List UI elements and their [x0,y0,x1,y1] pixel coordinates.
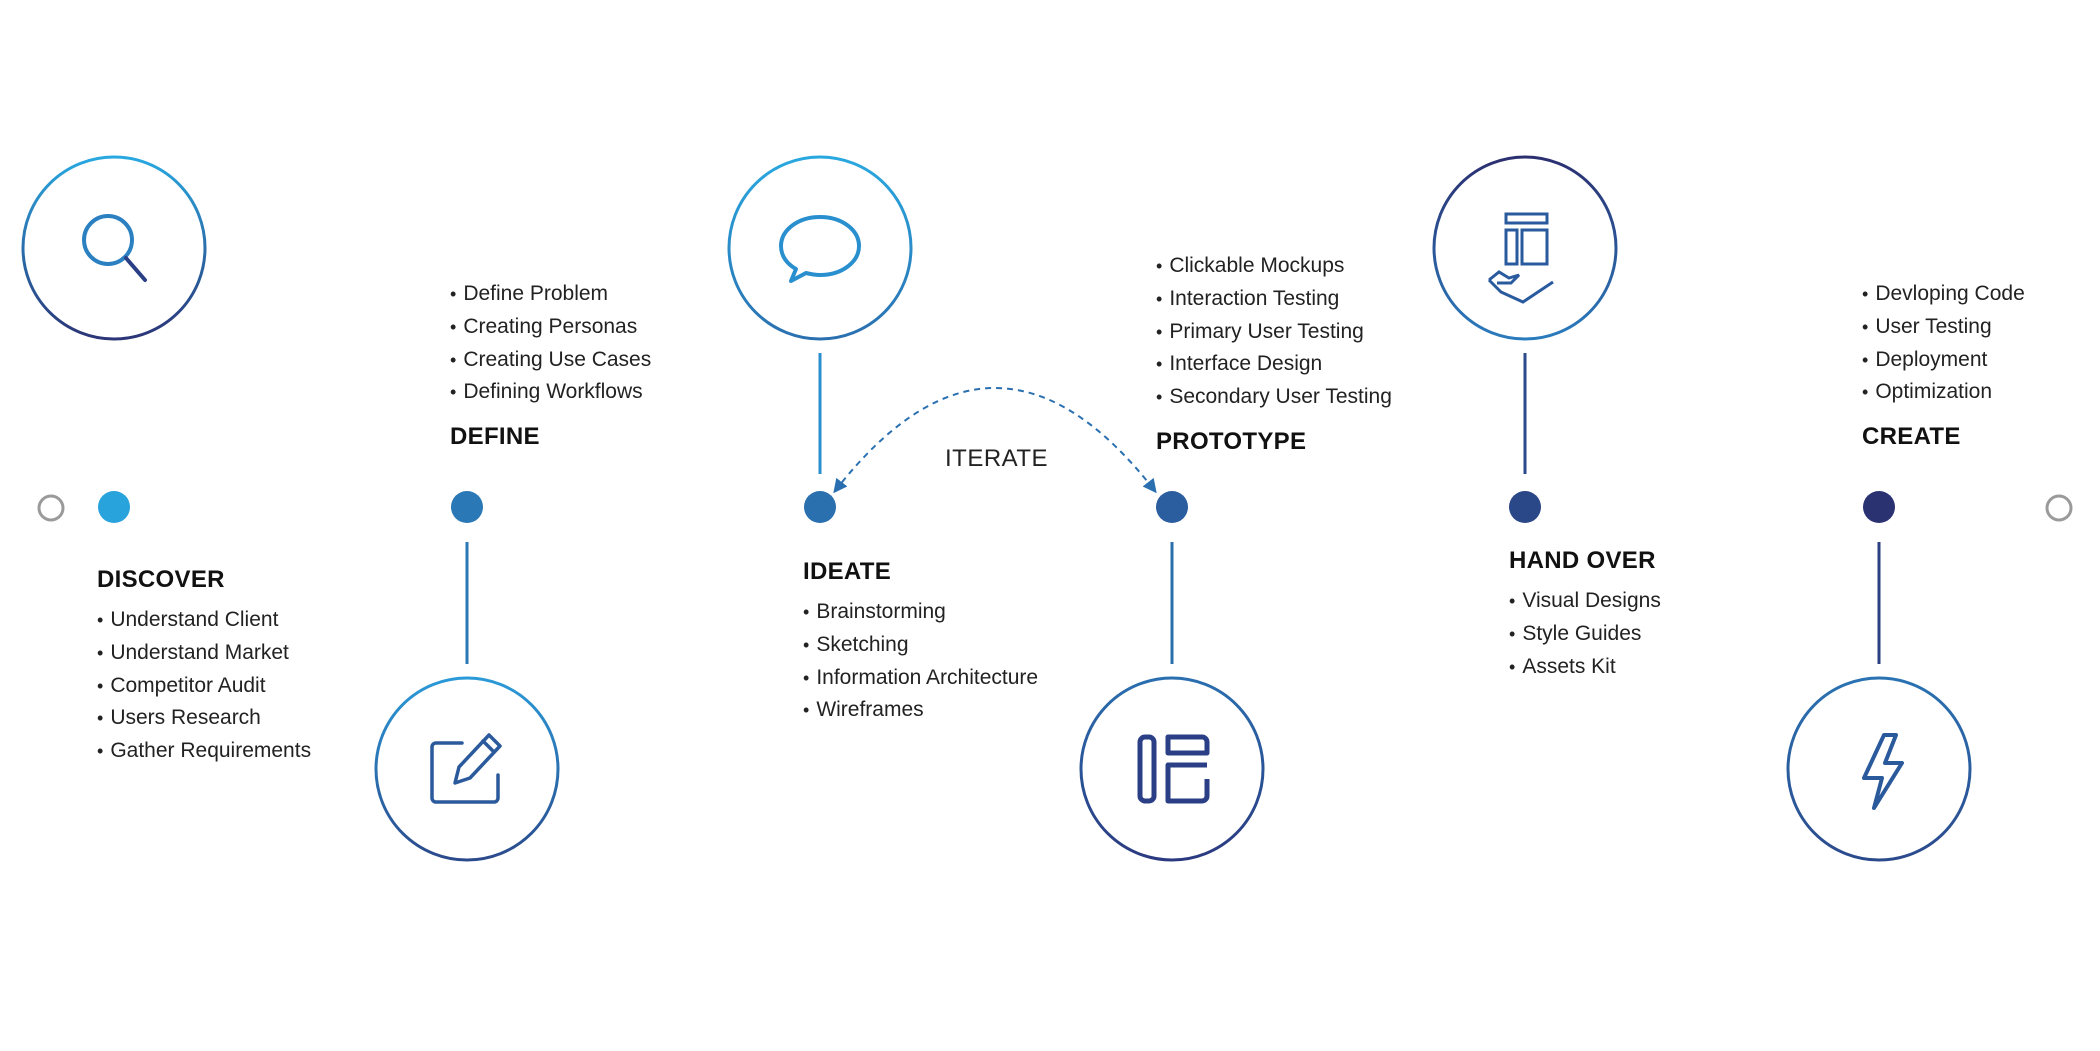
stage-items: Visual Designs Style Guides Assets Kit [1509,585,1661,683]
dot-define [451,491,483,523]
list-item: Interaction Testing [1156,283,1392,316]
list-item: Understand Client [97,604,311,637]
stage-create: Devloping Code User Testing Deployment O… [1862,278,2025,451]
dot-discover [98,491,130,523]
dot-handover [1509,491,1541,523]
list-item: Gather Requirements [97,735,311,768]
list-item: Devloping Code [1862,278,2024,311]
list-item: Secondary User Testing [1156,381,1392,414]
list-item: Define Problem [450,278,651,311]
iterate-arrow [833,387,1157,494]
timeline-start [37,494,65,522]
list-item: Information Architecture [803,662,1038,695]
list-item: Style Guides [1509,618,1661,651]
edit-icon [430,733,502,804]
dot-create [1863,491,1895,523]
dot-prototype [1156,491,1188,523]
chat-bubble-icon [779,215,861,283]
list-item: Brainstorming [803,596,1038,629]
lightning-icon [1862,733,1904,810]
dot-ideate [804,491,836,523]
timeline-end [2045,494,2073,522]
stage-prototype: Clickable Mockups Interaction Testing Pr… [1156,250,1392,456]
stage-handover: HAND OVER Visual Designs Style Guides As… [1509,547,1661,683]
icon-circle-discover [21,155,207,341]
stage-title: IDEATE [803,558,892,585]
icon-circle-ideate [727,155,913,341]
list-item: User Testing [1862,311,2025,344]
iterate-label: ITERATE [945,445,1049,472]
list-item: Primary User Testing [1156,316,1392,349]
list-item: Sketching [803,629,1038,662]
list-item: Users Research [97,702,311,735]
list-item: Competitor Audit [97,670,311,703]
stage-title: CREATE [1862,423,1961,451]
list-item: Creating Personas [450,311,651,344]
icon-circle-prototype [1079,676,1265,862]
stage-define: Define Problem Creating Personas Creatin… [450,278,651,451]
stage-title: DISCOVER [97,566,225,593]
list-item: Assets Kit [1509,651,1661,684]
list-item: Defining Workflows [450,376,651,409]
stage-items: Define Problem Creating Personas Creatin… [450,278,651,409]
list-item: Creating Use Cases [450,344,651,377]
stage-items: Devloping Code User Testing Deployment O… [1862,278,2025,409]
stage-items: Clickable Mockups Interaction Testing Pr… [1156,250,1392,414]
layout-icon [1137,734,1210,804]
stage-title: DEFINE [450,423,540,451]
icon-circle-define [374,676,560,862]
stage-title: HAND OVER [1509,547,1656,574]
stage-title: PROTOTYPE [1156,427,1307,455]
list-item: Clickable Mockups [1156,250,1392,283]
list-item: Deployment [1862,344,2025,377]
list-item: Optimization [1862,376,2025,409]
list-item: Understand Market [97,637,311,670]
search-icon [82,214,147,282]
hand-layout-icon [1487,212,1554,304]
list-item: Visual Designs [1509,585,1661,618]
stage-ideate: IDEATE Brainstorming Sketching Informati… [803,558,1038,727]
icon-circle-handover [1432,155,1618,341]
icon-circle-create [1786,676,1972,862]
stage-items: Understand Client Understand Market Comp… [97,604,311,768]
list-item: Interface Design [1156,348,1392,381]
list-item: Wireframes [803,694,1038,727]
stage-discover: DISCOVER Understand Client Understand Ma… [97,566,311,768]
stage-items: Brainstorming Sketching Information Arch… [803,596,1038,727]
